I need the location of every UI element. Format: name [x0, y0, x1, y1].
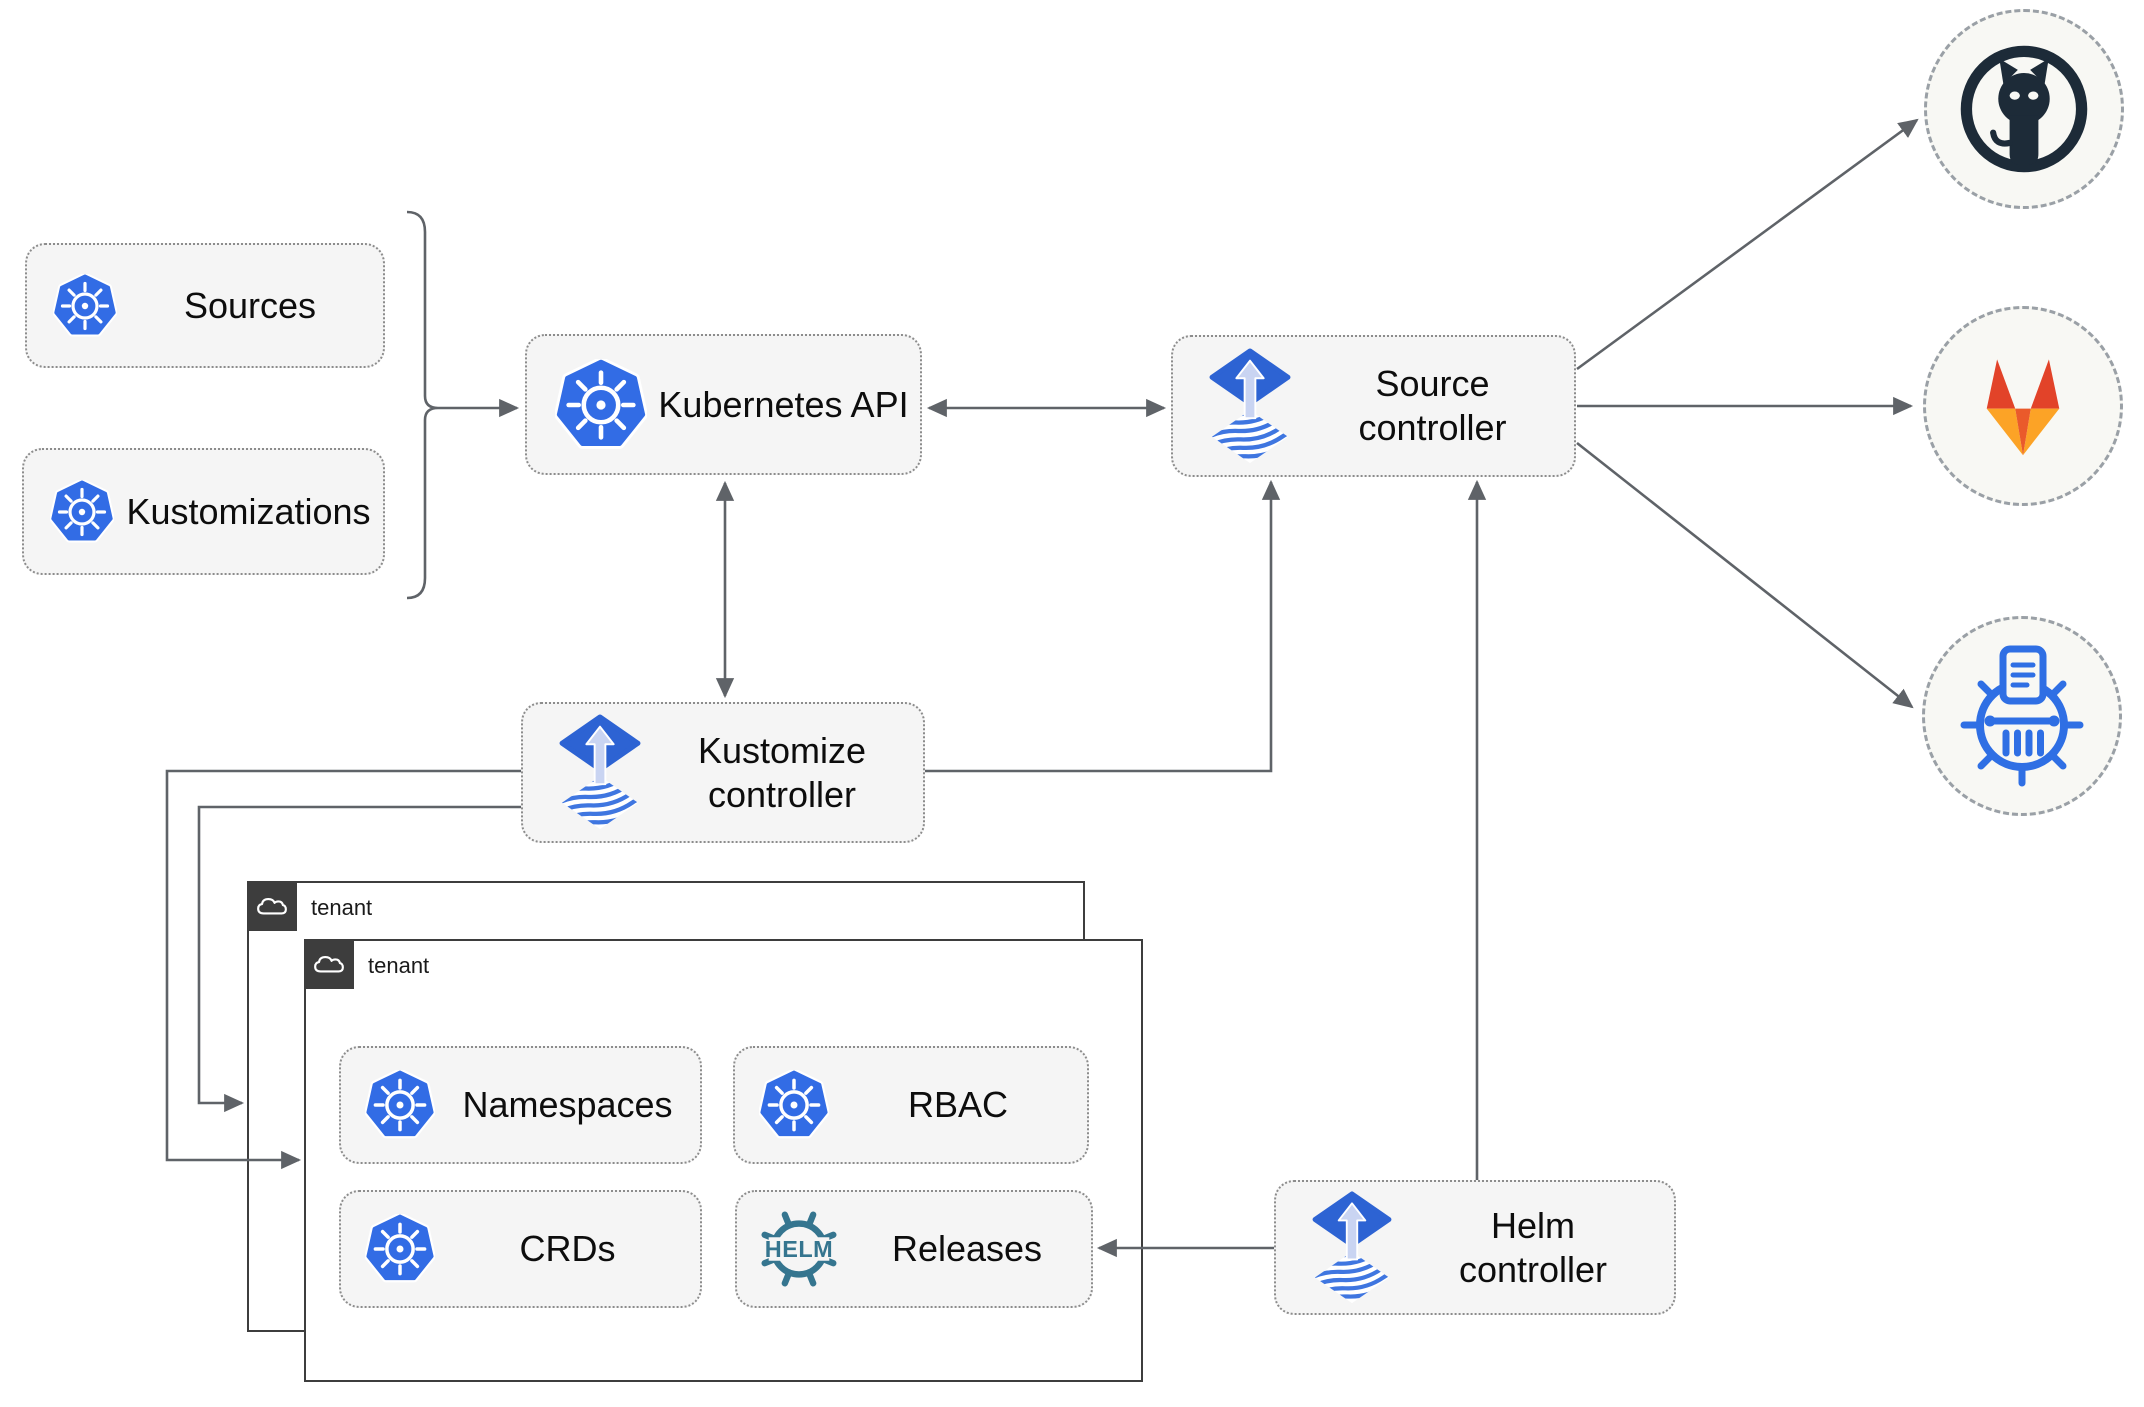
- node-label: Kustomize controller: [697, 729, 867, 815]
- kubernetes-icon: [759, 1070, 829, 1140]
- node-kustomizations: Kustomizations: [22, 448, 385, 575]
- kubernetes-icon: [365, 1214, 435, 1284]
- node-label: Kustomizations: [126, 490, 371, 532]
- tenant-tab: [246, 880, 297, 931]
- node-namespaces: Namespaces: [339, 1046, 702, 1164]
- kubernetes-icon: [365, 1070, 435, 1140]
- cloud-icon: [254, 894, 290, 918]
- node-label: CRDs: [519, 1228, 616, 1269]
- node-label: Kubernetes API: [658, 383, 909, 425]
- node-label: Releases: [891, 1228, 1043, 1269]
- endpoint-github: [1924, 9, 2124, 209]
- github-icon: [1952, 37, 2096, 181]
- brace-sources-group: [406, 210, 439, 600]
- connector-source-to-chart-repository: [1576, 441, 1914, 709]
- connector-kustomize-to-source: [925, 479, 1281, 773]
- node-rbac: RBAC: [733, 1046, 1089, 1164]
- flux-icon: [1209, 348, 1291, 465]
- node-source-controller: Source controller: [1171, 335, 1576, 477]
- node-helm-controller: Helm controller: [1274, 1180, 1676, 1315]
- node-crds: CRDs: [339, 1190, 702, 1308]
- node-kubernetes-api: Kubernetes API: [525, 334, 922, 475]
- helm-icon: [755, 1205, 843, 1293]
- node-label: RBAC: [907, 1084, 1009, 1125]
- kubernetes-icon: [53, 274, 117, 338]
- cloud-icon: [311, 952, 347, 976]
- node-kustomize-controller: Kustomize controller: [521, 702, 925, 843]
- kubernetes-icon: [555, 359, 647, 451]
- endpoint-gitlab: [1923, 306, 2123, 506]
- connector-source-to-github: [1576, 118, 1919, 371]
- node-label: Namespaces: [462, 1084, 673, 1125]
- node-label: Sources: [183, 284, 317, 326]
- flux-icon: [1312, 1191, 1392, 1305]
- node-label: Source controller: [1358, 363, 1507, 448]
- tenant-tab: [303, 938, 354, 989]
- node-releases: Releases: [735, 1190, 1093, 1308]
- tenant-frame-label: tenant: [311, 895, 373, 920]
- tenant-frame-label: tenant: [368, 953, 430, 978]
- node-sources: Sources: [25, 243, 385, 368]
- kubernetes-icon: [50, 480, 114, 544]
- flux-icon: [559, 714, 641, 831]
- endpoint-chart-repository: [1922, 616, 2122, 816]
- gitlab-icon: [1958, 349, 2088, 463]
- node-label: Helm controller: [1458, 1204, 1608, 1290]
- chart-repository-icon: [1947, 641, 2097, 791]
